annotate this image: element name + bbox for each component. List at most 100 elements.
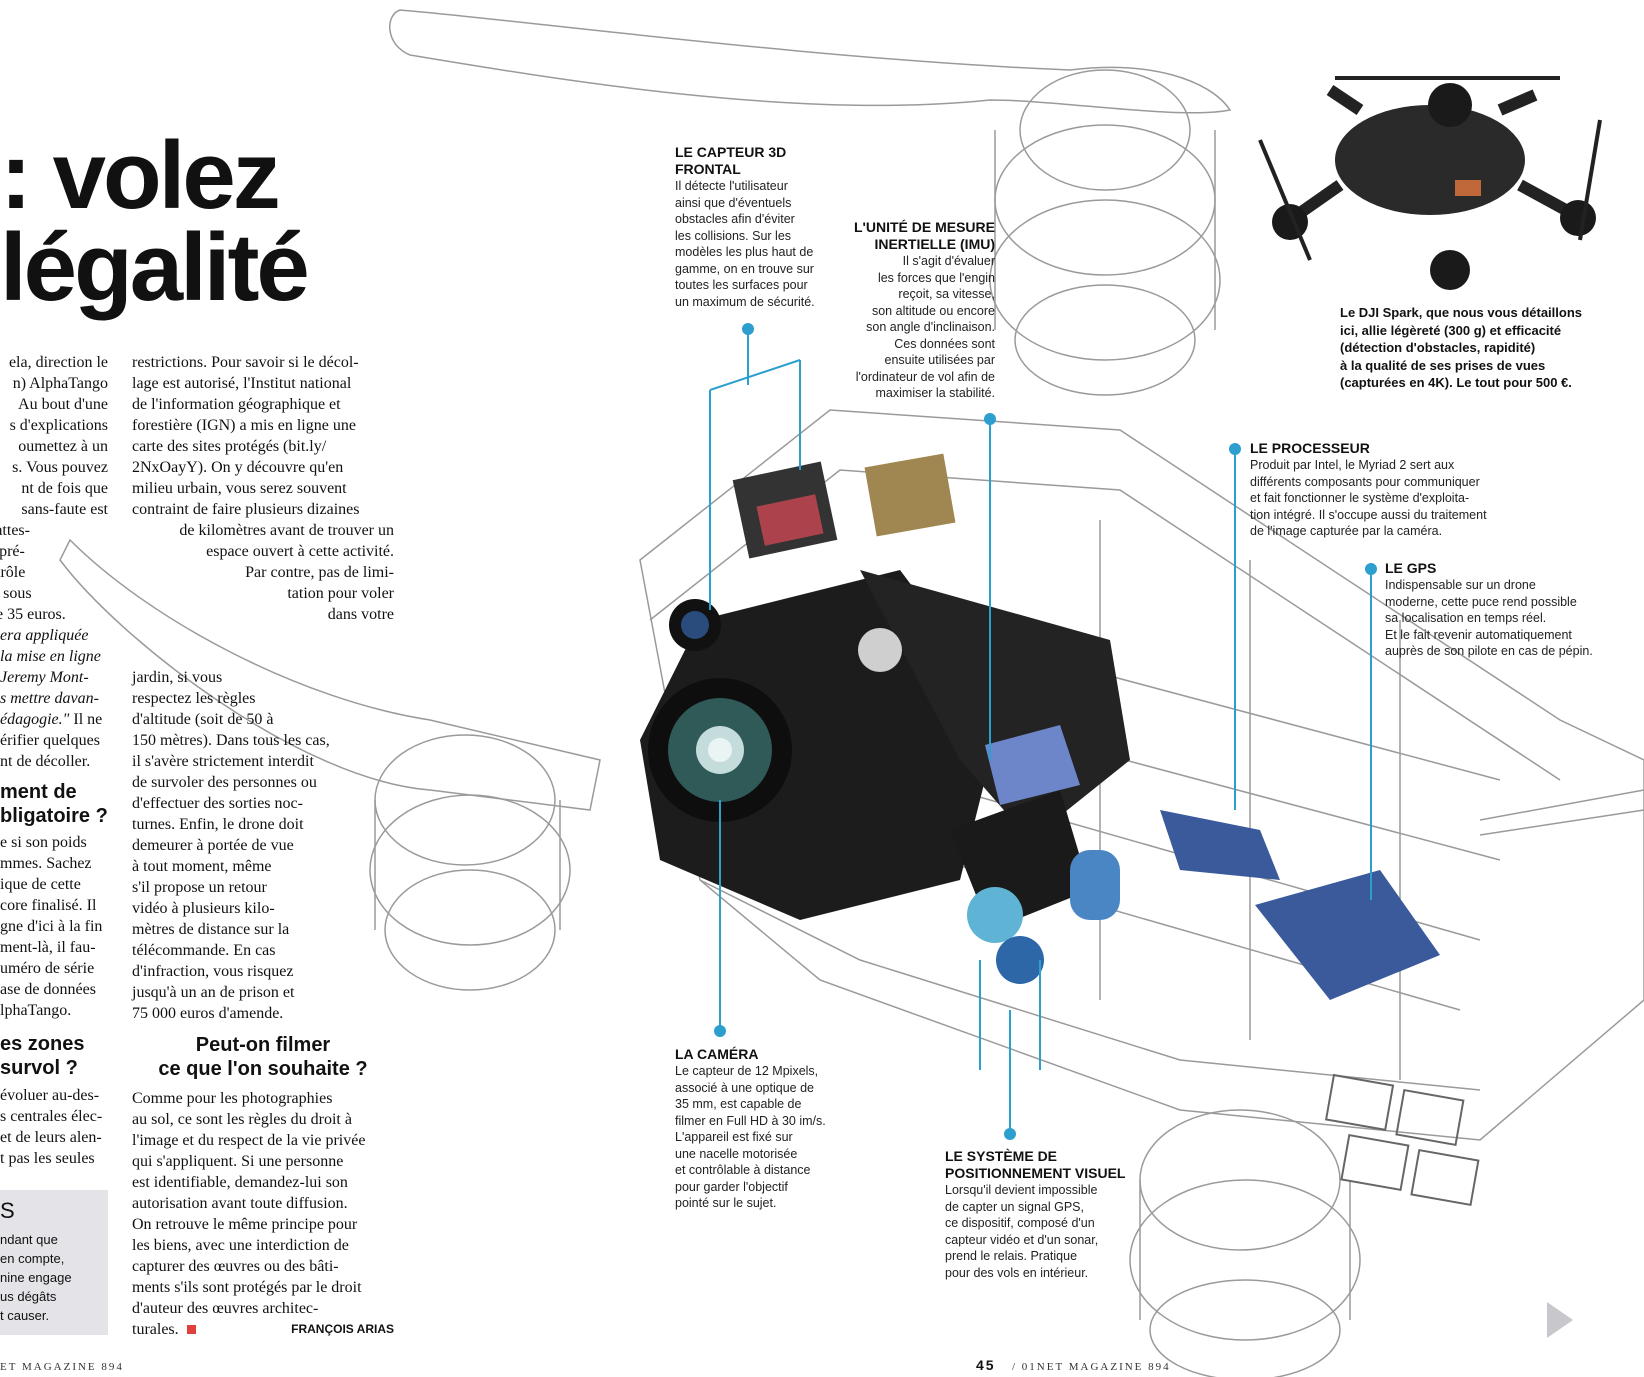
middle-question: Peut-on filmer ce que l'on souhaite ? <box>132 1033 394 1081</box>
page-number: 45 <box>976 1357 996 1373</box>
left-column-paragraph: ela, direction le n) AlphaTango Au bout … <box>0 352 108 625</box>
text-line: ment-là, il fau- <box>0 939 96 956</box>
callout-dot <box>1004 1128 1016 1140</box>
text-line: turales. <box>132 1321 179 1338</box>
text-line: Lorsqu'il devient impossible <box>945 1183 1098 1197</box>
text-line: 2NxOayY). On y découvre qu'en <box>132 459 344 476</box>
text-line: forestière (IGN) a mis en ligne une <box>132 417 356 434</box>
text-line: lage est autorisé, l'Institut national <box>132 375 352 392</box>
headline-line-2: légalité <box>0 214 310 321</box>
text-line: de capter un signal GPS, <box>945 1199 1084 1214</box>
callout-title-line: LE SYSTÈME DE <box>945 1148 1058 1164</box>
question-line: bligatoire ? <box>0 805 108 827</box>
text-line: ndant que <box>0 1232 58 1247</box>
callout-gps: LE GPS Indispensable sur un drone modern… <box>1385 560 1635 660</box>
callout-title-line: LE CAPTEUR 3D <box>675 144 787 160</box>
text-line: il s'avère strictement interdit <box>132 753 314 770</box>
text-line: carte des sites protégés (bit.ly/ <box>132 438 327 455</box>
text-line: vidéo à plusieurs kilo- <box>132 900 275 917</box>
callout-processeur: LE PROCESSEUR Produit par Intel, le Myri… <box>1250 440 1530 540</box>
text-line: les collisions. Sur les <box>675 228 792 243</box>
text-line: gamme, on en trouve sur <box>675 261 814 276</box>
text-line: à pré- <box>0 543 25 560</box>
text-line: ase de données <box>0 981 96 998</box>
text-line: prend le relais. Pratique <box>945 1249 1078 1263</box>
text-line: d'infraction, vous risquez <box>132 963 294 980</box>
text-line: et contrôlable à distance <box>675 1163 811 1177</box>
text-line: gne d'ici à la fin <box>0 918 103 935</box>
text-line: mètres de distance sur la <box>132 921 290 938</box>
text-line: son altitude ou encore <box>871 303 995 318</box>
text-line: Ces données sont <box>894 336 995 351</box>
text-line: Et le fait revenir automatiquement <box>1385 627 1572 642</box>
text-line: Il s'agit d'évaluer <box>902 254 995 268</box>
author-credit: FRANÇOIS ARIAS <box>291 1322 394 1336</box>
text-line: qui s'appliquent. Si une personne <box>132 1153 344 1170</box>
headline-line-1: : volez <box>0 122 281 229</box>
text-line: Il détecte l'utilisateur <box>675 179 788 193</box>
question-line: ment de <box>0 781 77 803</box>
text-line: ela, direction le <box>8 354 108 371</box>
left-column-quote: era appliquée la mise en ligne Jeremy Mo… <box>0 625 108 772</box>
text-line: de 35 euros. <box>0 606 66 623</box>
text-line: 35 mm, est capable de <box>675 1097 802 1111</box>
text-line: 75 000 euros d'amende. <box>132 1005 284 1022</box>
text-line: ique de cette <box>0 876 81 893</box>
text-line: e si son poids <box>0 834 87 851</box>
text-line: jusqu'à un an de prison et <box>132 984 295 1001</box>
question-line: survol ? <box>0 1057 78 1079</box>
callout-title: LE PROCESSEUR <box>1250 440 1370 456</box>
text-line: sans-faute est <box>21 501 108 518</box>
footer-left: ET MAGAZINE 894 <box>0 1361 124 1373</box>
text-line: dans votre <box>327 606 394 623</box>
text-line: t causer. <box>0 1308 50 1323</box>
text-line: milieu urbain, vous serez souvent <box>132 480 347 497</box>
text-line: s d'explications <box>9 417 108 434</box>
text-line: Indispensable sur un drone <box>1385 578 1536 592</box>
middle-column-paragraph-3: Comme pour les photographies au sol, ce … <box>132 1088 394 1340</box>
question-line: ce que l'on souhaite ? <box>158 1058 368 1080</box>
callout-dot <box>984 413 996 425</box>
text-line: s mettre davan- <box>0 690 99 707</box>
text-line: nt de décoller. <box>0 753 91 770</box>
text-line: autorisation avant toute diffusion. <box>132 1195 348 1212</box>
callout-title-line: INERTIELLE (IMU) <box>874 236 995 252</box>
text-line: les forces que l'engin <box>877 270 995 285</box>
callout-dot <box>714 1025 726 1037</box>
text-line: Le capteur de 12 Mpixels, <box>675 1064 819 1078</box>
callout-title: LE GPS <box>1385 560 1437 576</box>
text-line: contraint de faire plusieurs dizaines <box>132 501 360 518</box>
text-line: us dégâts <box>0 1289 57 1304</box>
text-line: espace ouvert à cette activité. <box>206 543 394 560</box>
text-line: ments s'ils sont protégés par le droit <box>132 1279 362 1296</box>
text-line: est identifiable, demandez-lui son <box>132 1174 348 1191</box>
text-line: auprès de son pilote en cas de pépin. <box>1385 644 1593 658</box>
text-line: de survoler des personnes ou <box>132 774 317 791</box>
text-line: On retrouve le même principe pour <box>132 1216 358 1233</box>
text-line: ensuite utilisées par <box>884 353 995 367</box>
end-mark-icon <box>186 1325 196 1334</box>
callout-imu: L'UNITÉ DE MESURE INERTIELLE (IMU) Il s'… <box>815 219 995 402</box>
text-line: pour des vols en intérieur. <box>945 1265 1089 1280</box>
text-line: et de leurs alen- <box>0 1129 102 1146</box>
play-triangle-icon[interactable] <box>1547 1302 1573 1338</box>
text-line: différents composants pour communiquer <box>1250 474 1480 489</box>
text-line: maximiser la stabilité. <box>875 386 995 400</box>
left-question-2: es zones survol ? <box>0 1032 84 1080</box>
text-line: de l'information géographique et <box>132 396 341 413</box>
callout-dot <box>1365 563 1377 575</box>
text-line: les biens, avec une interdiction de <box>132 1237 349 1254</box>
text-line: tion intégré. Il s'occupe aussi du trait… <box>1250 507 1487 522</box>
text-line: core finalisé. Il <box>0 897 97 914</box>
text-line: era appliquée <box>0 627 89 644</box>
text-line: n) AlphaTango <box>12 375 108 392</box>
text-line: capturer des œuvres ou des bâti- <box>132 1258 339 1275</box>
text-line: d'auteur des œuvres architec- <box>132 1300 319 1317</box>
question-line: Peut-on filmer <box>195 1034 331 1056</box>
text-line: modèles les plus haut de <box>675 245 814 259</box>
photo-caption: Le DJI Spark, que nous vous détaillons i… <box>1340 304 1640 392</box>
text-line: Il ne <box>73 711 103 728</box>
text-line: capteur vidéo et d'un sonar, <box>945 1232 1099 1247</box>
callout-title-line: L'UNITÉ DE MESURE <box>853 219 995 235</box>
text-line: évoluer au-des- <box>0 1087 100 1104</box>
